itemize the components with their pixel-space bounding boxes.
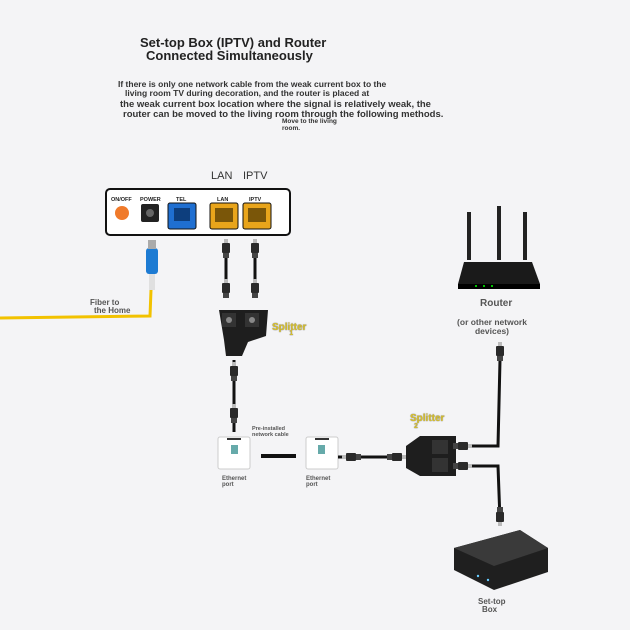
splitter-1-number: 1 <box>289 330 294 337</box>
top-iptv-label: IPTV <box>243 170 268 182</box>
intro-line-4: router can be moved to the living room t… <box>123 108 444 120</box>
router-sub-line-1: (or other network <box>457 317 527 327</box>
ethernet-port-right-device <box>305 436 339 470</box>
ethernet-port-left-label: Ethernet port <box>222 476 246 488</box>
splitter-2-number: 2 <box>414 423 418 430</box>
router-label: Router <box>480 298 513 309</box>
ethernet-port-right-label: Ethernet port <box>306 476 330 488</box>
intro-line-2: living room TV during decoration, and th… <box>125 88 370 98</box>
intro-line-3: the weak current box location where the … <box>120 99 431 110</box>
fiber-label-line-2: the Home <box>94 306 131 315</box>
cable-note-line-2: network cable <box>252 432 289 438</box>
pre-installed-cable-label: Pre-installed network cable <box>252 426 289 438</box>
diagram-title: Set-top Box (IPTV) and Router Connected … <box>140 36 380 62</box>
title-line-1: Set-top Box (IPTV) and Router <box>140 35 327 50</box>
splitter2-to-devices-cables <box>453 342 504 526</box>
eth-left-line-1: Ethernet <box>222 476 247 482</box>
port-to-splitter2-cable <box>338 453 408 461</box>
splitter-2-text: Splitter <box>410 413 445 424</box>
splitter-1-label: Splitter 1 <box>272 322 313 337</box>
intro-text-top: If there is only one network cable from … <box>118 80 498 98</box>
ethernet-port-left-device <box>217 436 251 470</box>
intro-line-1: If there is only one network cable from … <box>118 79 387 89</box>
modem-lan-label: LAN <box>217 197 228 203</box>
eth-right-line-2: port <box>306 482 318 488</box>
modem-tel-label: TEL <box>176 197 187 203</box>
fiber-label: Fiber to the Home <box>90 299 130 315</box>
top-lan-label: LAN <box>211 170 233 182</box>
router-sub-line-2: devices) <box>474 326 510 336</box>
fiber-cable <box>0 240 158 320</box>
settop-line-2: Box <box>482 605 498 614</box>
eth-right-line-1: Ethernet <box>306 476 331 482</box>
settop-line-1: Set-top <box>478 597 506 606</box>
splitter1-to-port-cable <box>230 360 238 432</box>
splitter-2-label: Splitter 2 <box>410 413 445 430</box>
power-button-icon <box>115 206 129 220</box>
router-sub-label: (or other network devices) <box>450 318 534 336</box>
splitter-2-device <box>406 436 456 476</box>
fiber-connector-icon <box>146 248 158 274</box>
eth-left-line-2: port <box>222 482 234 488</box>
settop-box-device <box>454 530 548 590</box>
splitter-1-device <box>219 310 268 356</box>
cable-note-line-1: Pre-installed <box>252 426 286 432</box>
intro-text-bottom: the weak current box location where the … <box>120 100 500 119</box>
splitter-1-text: Splitter <box>272 322 307 333</box>
modem-iptv-label: IPTV <box>249 197 262 203</box>
optical-modem: ON/OFF POWER TEL LAN IPTV <box>105 188 291 236</box>
modem-on-off-label: ON/OFF <box>111 197 132 203</box>
modem-to-splitter1-cables <box>222 239 259 298</box>
title-line-2: Connected Simultaneously <box>146 48 313 63</box>
router-device <box>458 206 540 289</box>
move-note: Move to the living room. <box>282 118 337 132</box>
settop-box-label: Set-top Box <box>478 598 506 614</box>
fiber-label-line-1: Fiber to <box>90 298 120 307</box>
modem-power-label: POWER <box>140 197 161 203</box>
